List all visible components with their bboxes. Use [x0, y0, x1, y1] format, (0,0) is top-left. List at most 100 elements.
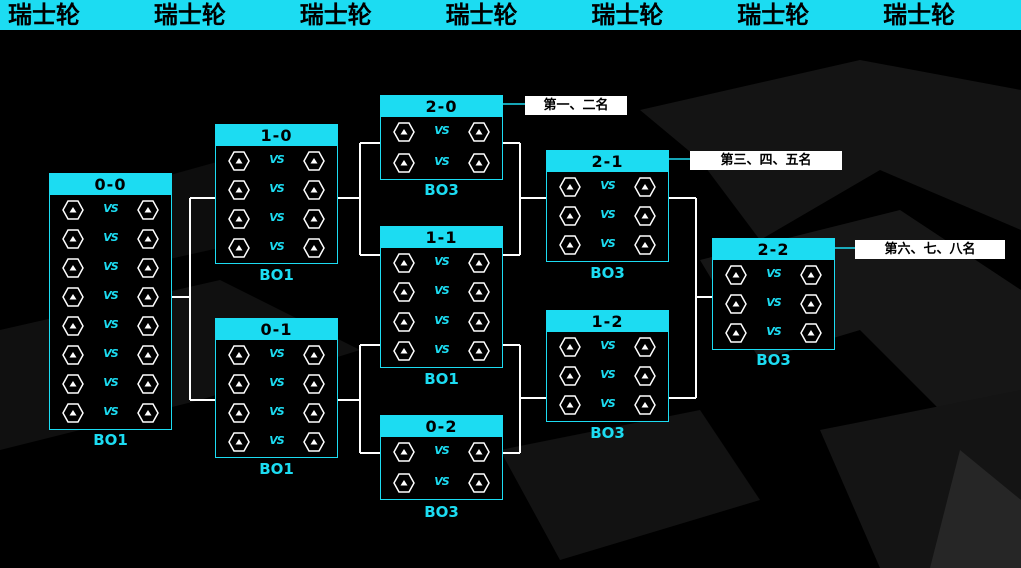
hexagon-team-icon	[393, 122, 415, 142]
vs-label: VS	[434, 343, 449, 357]
hexagon-team-icon	[137, 228, 159, 249]
hexagon-team-icon	[634, 206, 656, 226]
stage-format: BO1	[259, 460, 294, 478]
hexagon-team-icon	[725, 323, 747, 344]
hexagon-team-icon	[393, 153, 415, 173]
hexagon-team-icon	[468, 122, 490, 142]
hexagon-team-icon	[800, 294, 822, 314]
vs-label: VS	[269, 404, 284, 418]
match-slot: VS	[50, 199, 171, 221]
hexagon-team-icon	[62, 228, 84, 249]
vs-label: VS	[103, 201, 118, 215]
stage-format: BO3	[590, 264, 625, 282]
hexagon-team-icon	[468, 312, 490, 332]
hexagon-team-icon	[137, 316, 159, 336]
hexagon-team-icon	[468, 341, 490, 361]
match-slot: VS	[713, 293, 834, 315]
hexagon-team-icon	[62, 316, 84, 336]
hexagon-team-icon	[634, 395, 656, 416]
banner-title: 瑞士轮	[591, 1, 664, 29]
hexagon-team-icon	[228, 150, 250, 171]
stage-format: BO3	[424, 181, 459, 199]
hexagon-team-icon	[559, 336, 581, 357]
vs-label: VS	[600, 397, 615, 411]
vs-label: VS	[434, 124, 449, 138]
match-slot: VS	[216, 208, 337, 230]
vs-label: VS	[600, 368, 615, 381]
stage-record: 0-0	[50, 174, 171, 195]
vs-label: VS	[766, 296, 781, 309]
match-slot: VS	[381, 472, 502, 494]
vs-label: VS	[103, 230, 118, 244]
vs-label: VS	[269, 375, 284, 389]
match-slot: VS	[50, 402, 171, 424]
match-slot: VS	[50, 257, 171, 279]
match-slot: VS	[216, 402, 337, 424]
hexagon-team-icon	[137, 287, 159, 307]
match-slot: VS	[381, 252, 502, 274]
match-slot: VS	[50, 373, 171, 395]
match-slot: VS	[216, 431, 337, 453]
banner-title: 瑞士轮	[8, 1, 80, 29]
swiss-banner: 瑞士轮瑞士轮瑞士轮瑞士轮瑞士轮瑞士轮瑞士轮	[0, 0, 1021, 30]
hexagon-team-icon	[634, 235, 656, 256]
vs-label: VS	[269, 210, 284, 224]
stage-box-1-0: 1-0 VS VS VS VS	[215, 124, 338, 264]
hexagon-team-icon	[228, 179, 250, 200]
hexagon-team-icon	[800, 264, 822, 285]
match-slot: VS	[547, 205, 668, 227]
match-slot: VS	[381, 441, 502, 463]
vs-label: VS	[103, 288, 118, 302]
stage-format: BO1	[424, 370, 459, 388]
hexagon-team-icon	[725, 294, 747, 314]
banner-title: 瑞士轮	[153, 1, 226, 29]
hexagon-team-icon	[303, 150, 325, 171]
hexagon-team-icon	[303, 208, 325, 229]
match-slot: VS	[216, 179, 337, 201]
vs-label: VS	[434, 254, 449, 268]
match-slot: VS	[547, 176, 668, 198]
vs-label: VS	[434, 154, 449, 168]
vs-label: VS	[103, 347, 118, 361]
vs-label: VS	[434, 313, 449, 327]
vs-label: VS	[434, 474, 449, 488]
match-slot: VS	[381, 281, 502, 303]
vs-label: VS	[269, 181, 284, 195]
hexagon-team-icon	[62, 258, 84, 278]
hexagon-team-icon	[559, 366, 581, 386]
stage-record: 0-2	[381, 416, 502, 437]
stage-record: 1-0	[216, 125, 337, 146]
hexagon-team-icon	[228, 431, 250, 452]
hexagon-team-icon	[634, 366, 656, 386]
banner-title: 瑞士轮	[883, 1, 956, 29]
hexagon-team-icon	[468, 282, 490, 302]
stage-format: BO3	[590, 424, 625, 442]
vs-label: VS	[269, 239, 284, 253]
hexagon-team-icon	[303, 402, 325, 423]
vs-label: VS	[600, 338, 615, 352]
hexagon-team-icon	[303, 237, 325, 258]
match-slot: VS	[216, 237, 337, 259]
vs-label: VS	[600, 178, 615, 192]
stage-record: 0-1	[216, 319, 337, 340]
vs-label: VS	[269, 152, 284, 166]
hexagon-team-icon	[62, 287, 84, 307]
hexagon-team-icon	[393, 312, 415, 332]
stage-format: BO1	[259, 266, 294, 284]
match-slot: VS	[547, 336, 668, 358]
hexagon-team-icon	[62, 403, 84, 424]
match-slot: VS	[713, 264, 834, 286]
hexagon-team-icon	[62, 199, 84, 220]
hexagon-team-icon	[137, 403, 159, 424]
hexagon-team-icon	[303, 431, 325, 452]
banner-title: 瑞士轮	[445, 1, 518, 29]
match-slot: VS	[381, 152, 502, 174]
match-slot: VS	[381, 311, 502, 333]
hexagon-team-icon	[228, 402, 250, 423]
hexagon-team-icon	[800, 323, 822, 344]
hexagon-team-icon	[228, 373, 250, 394]
vs-label: VS	[103, 259, 118, 273]
hexagon-team-icon	[303, 373, 325, 394]
